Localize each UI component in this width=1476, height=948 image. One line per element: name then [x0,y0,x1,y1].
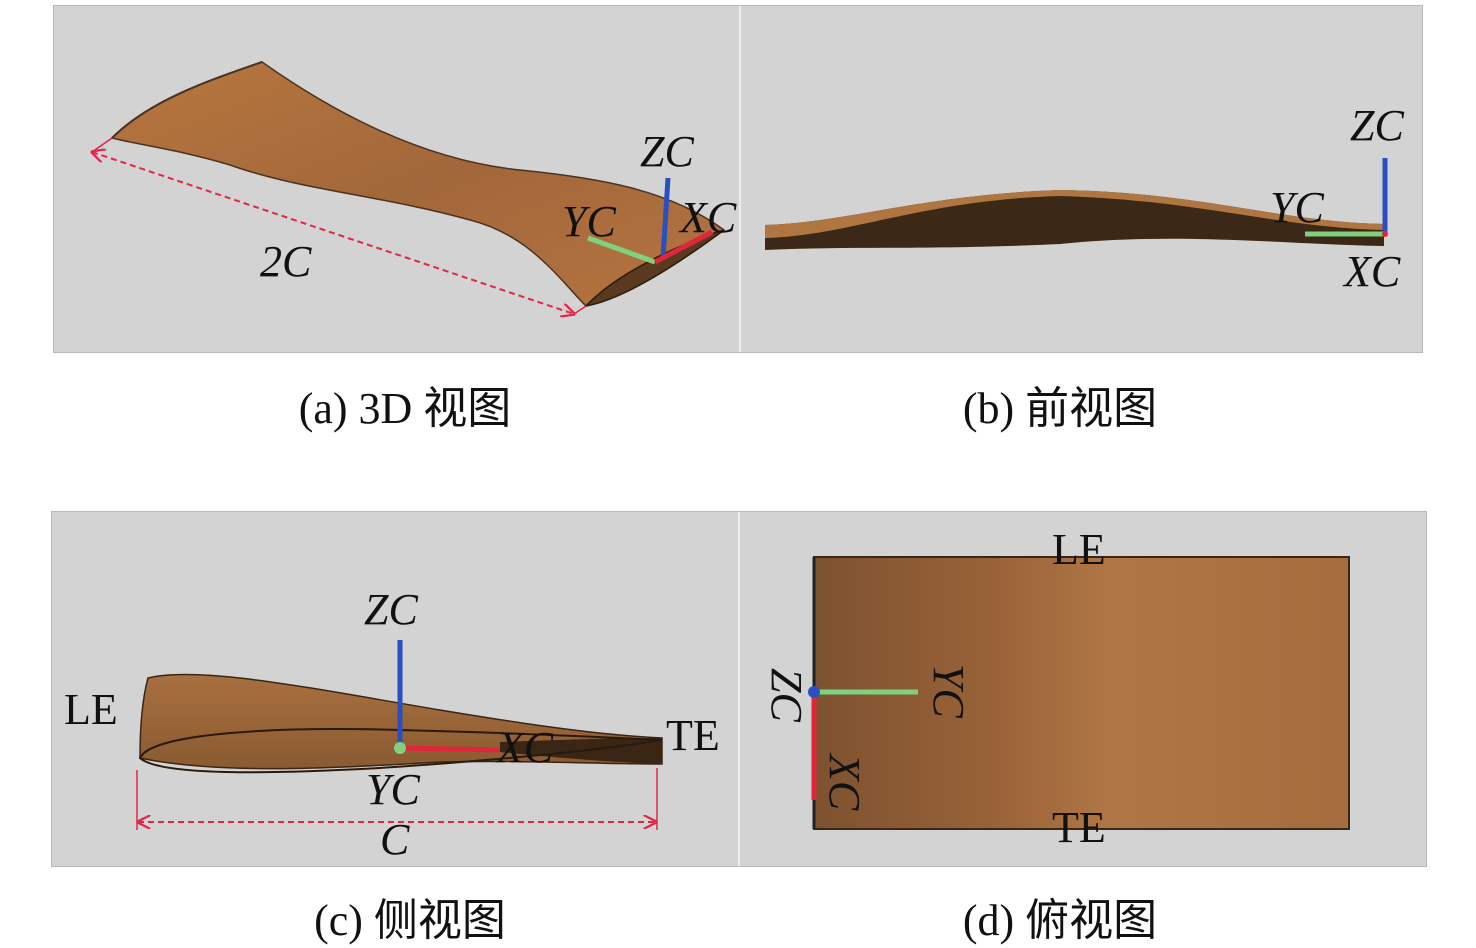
label-zc-c: ZC [364,585,418,634]
wing-3d-view [91,61,726,315]
bottom-divider [738,512,740,866]
caption-a: (a) 3D 视图 [298,384,512,433]
span-dimension-tick [91,137,113,153]
label-xc-b: XC [1344,247,1401,296]
caption-d: (d) 俯视图 [962,896,1158,945]
caption-c: (c) 侧视图 [314,896,506,945]
wing-3d-surface [110,61,726,307]
label-chord-c: C [380,815,410,864]
axis-origin-front [1382,231,1388,237]
axis-z-top-origin [808,686,820,698]
wing-front-top-band [765,190,1384,238]
label-te-c: TE [666,711,720,760]
axis-y-3d [587,235,656,265]
axis-x-side [399,745,501,753]
wing-front-view [765,158,1388,250]
label-yc-c: YC [366,765,420,814]
axis-x-3d [653,229,714,265]
span-dimension-line [92,152,574,314]
caption-b: (b) 前视图 [962,384,1158,433]
label-xc-c: XC [497,723,554,772]
label-zc-a: ZC [640,127,694,176]
label-yc-d: YC [924,664,973,718]
label-span-2c: 2C [260,237,312,286]
label-yc-a: YC [562,197,616,246]
wing-3d-root-edge [583,229,725,308]
label-le-d: LE [1052,525,1106,574]
wing-top-view [808,556,1350,830]
axis-z-3d [660,177,671,259]
label-te-d: TE [1052,803,1106,852]
label-le-c: LE [64,685,118,734]
label-xc-a: XC [680,193,737,242]
label-zc-b: ZC [1350,101,1404,150]
wing-side-view [136,640,663,830]
axis-y-side-origin [394,742,406,754]
wing-side-section-outline [138,728,663,774]
label-xc-d: XC [820,754,869,811]
wing-3d-leading-edge [111,61,263,139]
top-divider [739,6,741,352]
span-dimension-tick-2 [573,305,587,315]
label-zc-d: ZC [762,668,811,722]
label-yc-b: YC [1270,183,1324,232]
